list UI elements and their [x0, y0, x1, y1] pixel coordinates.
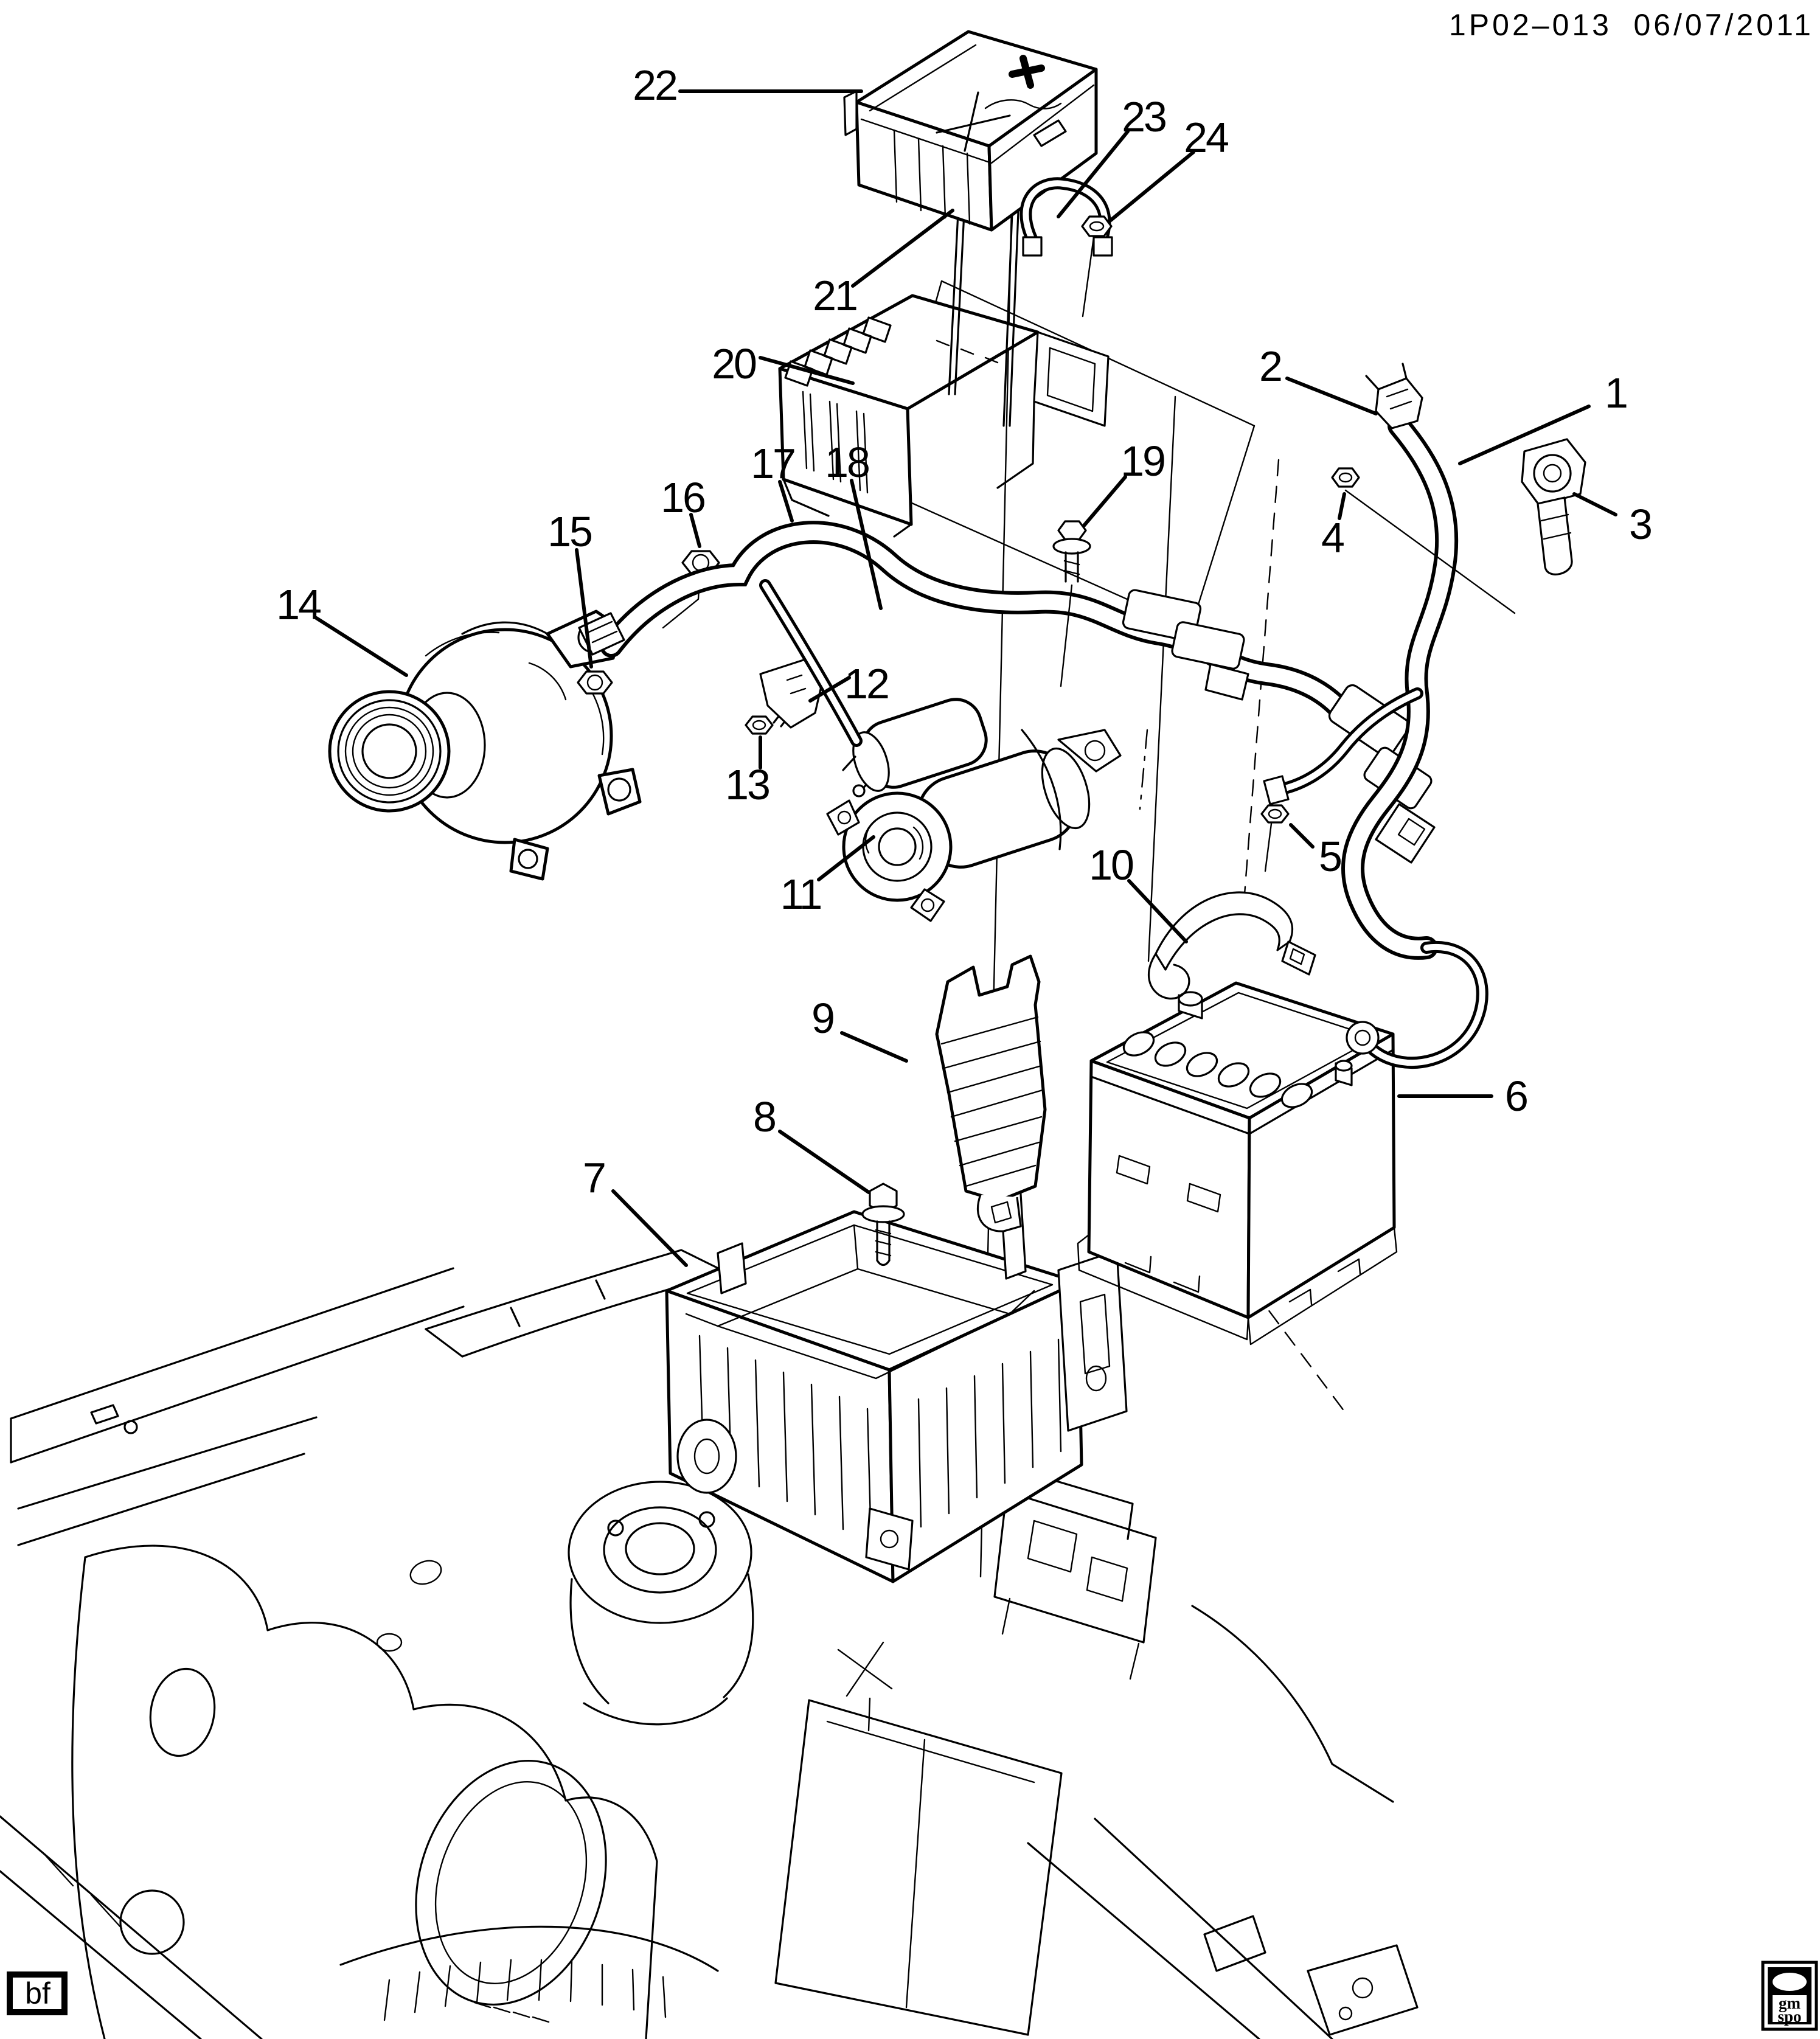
drawing-header: 1P02–013 06/07/2011: [1449, 8, 1814, 42]
callout-11: 11: [780, 870, 821, 918]
leader-17: [778, 480, 794, 523]
bolt-19: [1052, 520, 1091, 687]
callout-23: 23: [1122, 93, 1165, 141]
nut-24: [1081, 215, 1113, 318]
callout-14: 14: [276, 581, 321, 628]
drawing-number: 1P02–013: [1449, 8, 1612, 42]
leader-19: [1082, 475, 1127, 527]
callout-1: 1: [1605, 369, 1627, 417]
leader-23: [1057, 130, 1130, 218]
leader-4: [1338, 492, 1346, 520]
callout-22: 22: [633, 61, 676, 109]
callout-7: 7: [583, 1154, 605, 1201]
starter-motor: [826, 698, 1122, 922]
callout-13: 13: [725, 761, 769, 808]
callout-2: 2: [1259, 342, 1281, 390]
center-mount-box: [774, 1641, 1063, 2036]
callout-3: 3: [1629, 501, 1651, 548]
leader-9: [840, 1031, 908, 1063]
cover-x-mark: [936, 91, 1062, 152]
sensor-connector-3: [1521, 438, 1586, 575]
relay-bracket: [993, 1473, 1157, 1680]
leader-21: [851, 209, 954, 288]
frame-rail-lower-right: [1027, 1605, 1419, 2039]
leader-12: [808, 676, 851, 703]
inner-fender-panel: [71, 1544, 658, 2039]
strut-tower: [568, 1447, 762, 1726]
lower-rib-band: [339, 1925, 719, 2021]
gm-logo-ellipse: [1773, 1973, 1807, 1991]
leader-24: [1109, 150, 1195, 222]
callout-labels: 1 2 3 4 5 6 7 8 9 10 11 12 13 14 15 16 1…: [276, 61, 1653, 1201]
callout-12: 12: [844, 660, 888, 707]
nut-4: [1331, 467, 1360, 488]
leader-10: [1127, 879, 1188, 943]
nut-13: [745, 715, 774, 735]
fuse-block: [778, 294, 1110, 538]
sheet-mark-bf-label: bf: [25, 1976, 50, 2010]
ring-terminal: [1346, 1021, 1380, 1055]
bolt-8: [861, 1183, 905, 1266]
callout-6: 6: [1505, 1072, 1527, 1120]
nut-15: [577, 670, 613, 695]
battery-negative-stud: [1335, 1060, 1353, 1086]
leader-lines: [314, 89, 1617, 1267]
positive-battery-cable: [1263, 414, 1516, 1069]
leader-16: [689, 513, 701, 548]
callout-4: 4: [1321, 514, 1344, 561]
cable-clip-2: [1365, 363, 1423, 429]
gm-spo-logo: gm spo: [1761, 1961, 1818, 2031]
leader-3: [1572, 492, 1617, 516]
harness-clip-23: [1019, 177, 1113, 257]
callout-19: 19: [1120, 437, 1164, 485]
callout-20: 20: [712, 340, 756, 387]
battery: [1077, 981, 1398, 1346]
leader-11: [817, 835, 875, 881]
leader-20: [759, 356, 855, 385]
battery-bracket: [935, 954, 1047, 1232]
leader-14: [314, 616, 408, 677]
frame-rail-lower-left: [0, 1815, 263, 2039]
callout-21: 21: [813, 272, 856, 319]
cover-positive-mark: [1009, 55, 1045, 89]
leader-5: [1289, 823, 1315, 849]
callout-15: 15: [547, 508, 591, 555]
leader-2: [1285, 377, 1378, 415]
callout-10: 10: [1089, 841, 1133, 889]
callout-17: 17: [751, 440, 794, 487]
callout-24: 24: [1184, 114, 1228, 161]
leader-15: [575, 548, 593, 669]
battery-hold-down-bracket: [1147, 891, 1316, 1000]
callout-8: 8: [753, 1093, 775, 1141]
fuse-block-cover: [843, 30, 1098, 232]
callout-5: 5: [1319, 833, 1341, 880]
callout-16: 16: [661, 474, 704, 521]
frame-rail-upper-left: [10, 1267, 465, 1546]
drawing-date: 06/07/2011: [1633, 8, 1814, 42]
battery-tray: [665, 1115, 1128, 1583]
nut-5: [1260, 804, 1290, 872]
spo-logo-text: spo: [1777, 2007, 1801, 2026]
callout-9: 9: [811, 995, 833, 1042]
callout-18: 18: [825, 439, 869, 486]
leader-1: [1458, 405, 1591, 465]
sheet-mark-bf: bf: [7, 1971, 68, 2015]
leader-8: [778, 1130, 870, 1194]
leader-18: [850, 479, 883, 610]
leader-7: [611, 1189, 688, 1267]
battery-positive-terminal: [1178, 991, 1203, 1020]
gm-logo-text: gm: [1779, 1994, 1801, 2012]
